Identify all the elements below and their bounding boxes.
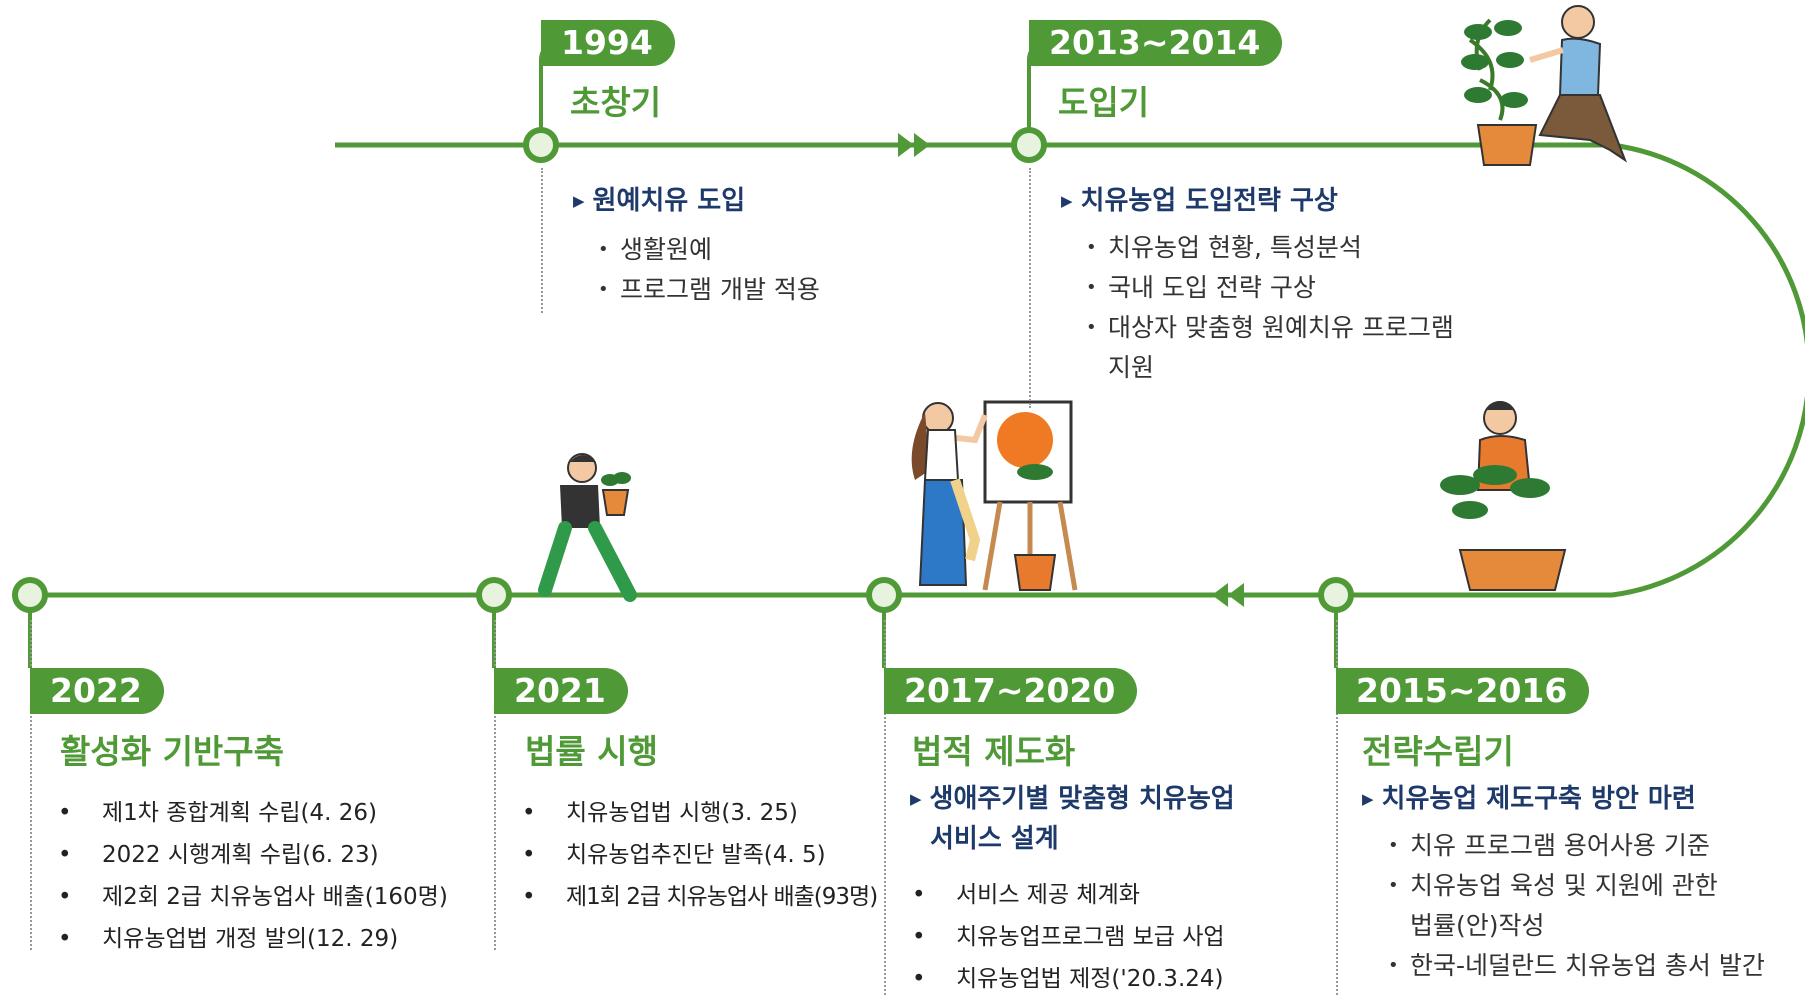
list-item: 2022 시행계획 수립(6. 23) — [58, 834, 448, 876]
heading-2017-2020-line2: 서비스 설계 — [930, 824, 1059, 854]
list-2022: 제1차 종합계획 수립(4. 26) 2022 시행계획 수립(6. 23) 제… — [58, 792, 448, 960]
year-tab-2021: 2021 — [494, 668, 628, 714]
heading-1994: 원예치유 도입 — [573, 182, 746, 220]
list-item: 제1차 종합계획 수립(4. 26) — [58, 792, 448, 834]
list-item-continuation: 지원 — [1108, 353, 1155, 382]
list-item: 치유농업프로그램 보급 사업 — [912, 916, 1225, 958]
phase-title-2013-2014: 도입기 — [1058, 83, 1150, 122]
year-tab-2022: 2022 — [30, 668, 164, 714]
gardener-tending-plant-illustration — [1440, 401, 1567, 591]
heading-2015-2016: 치유농업 제도구축 방안 마련 — [1362, 780, 1696, 818]
guide-line-2021 — [494, 620, 496, 950]
list-item: 치유농업 현황, 특성분석 — [1086, 228, 1454, 268]
phase-title-2017-2020: 법적 제도화 — [912, 732, 1076, 771]
year-tab-2013-2014: 2013~2014 — [1029, 20, 1283, 66]
woman-painting-illustration — [911, 400, 1078, 591]
heading-2017-2020-line1: 생애주기별 맞춤형 치유농업 — [910, 780, 1235, 818]
list-item: 치유농업 육성 및 지원에 관한 — [1388, 866, 1765, 906]
phase-title-1994: 초창기 — [570, 83, 662, 122]
list-item: 치유농업법 제정('20.3.24) — [912, 958, 1225, 1000]
list-item: 치유농업법 개정 발의(12. 29) — [58, 918, 448, 960]
person-carrying-plant-illustration — [538, 453, 637, 602]
list-item-continuation: 법률(안)작성 — [1410, 911, 1545, 940]
list-item: 치유농업추진단 발족(4. 5) — [522, 834, 877, 876]
timeline-node-2022 — [12, 577, 48, 613]
list-item: 국내 도입 전략 구상 — [1086, 268, 1454, 308]
list-item: 제1회 2급 치유농업사 배출(93명) — [522, 876, 878, 918]
list-item: 치유농업법 시행(3. 25) — [522, 792, 877, 834]
phase-title-2015-2016: 전략수립기 — [1362, 732, 1514, 771]
timeline-node-2017 — [866, 577, 902, 613]
list-2015-2016: 치유 프로그램 용어사용 기준 치유농업 육성 및 지원에 관한 법률(안)작성… — [1388, 826, 1765, 986]
phase-title-2022: 활성화 기반구축 — [60, 732, 285, 771]
guide-line-2022 — [30, 620, 32, 950]
list-2013-2014: 치유농업 현황, 특성분석 국내 도입 전략 구상 대상자 맞춤형 원예치유 프… — [1086, 228, 1454, 388]
timeline-node-2013 — [1011, 127, 1047, 163]
timeline-path — [25, 142, 1805, 598]
list-item: 생활원예 — [598, 230, 820, 270]
timeline-node-2015 — [1318, 577, 1354, 613]
guide-line-2013 — [1029, 168, 1031, 408]
list-item: 한국-네덜란드 치유농업 총서 발간 — [1388, 946, 1765, 986]
gardener-kneeling-illustration — [1461, 5, 1628, 166]
year-tab-2015-2016: 2015~2016 — [1336, 668, 1590, 714]
phase-title-2021: 법률 시행 — [525, 732, 658, 771]
list-item: 치유 프로그램 용어사용 기준 — [1388, 826, 1765, 866]
list-item: 프로그램 개발 적용 — [598, 270, 820, 310]
list-1994: 생활원예 프로그램 개발 적용 — [598, 230, 820, 310]
timeline-node-1994 — [523, 127, 559, 163]
heading-2013-2014: 치유농업 도입전략 구상 — [1061, 182, 1338, 220]
guide-line-2015 — [1336, 620, 1338, 995]
list-2017-2020: 서비스 제공 체계화 치유농업프로그램 보급 사업 치유농업법 제정('20.3… — [912, 874, 1225, 1000]
list-item: 서비스 제공 체계화 — [912, 874, 1225, 916]
year-tab-2017-2020: 2017~2020 — [884, 668, 1138, 714]
list-item: 제2회 2급 치유농업사 배출(160명) — [58, 876, 448, 918]
guide-line-2017 — [884, 620, 886, 995]
year-tab-1994: 1994 — [541, 20, 675, 66]
arrow-right-icon — [898, 133, 930, 157]
guide-line-1994 — [541, 168, 543, 313]
list-2021: 치유농업법 시행(3. 25) 치유농업추진단 발족(4. 5) 제1회 2급 … — [522, 792, 878, 918]
arrow-left-icon — [1212, 583, 1244, 607]
list-item: 대상자 맞춤형 원예치유 프로그램 — [1086, 308, 1454, 348]
timeline-node-2021 — [476, 577, 512, 613]
